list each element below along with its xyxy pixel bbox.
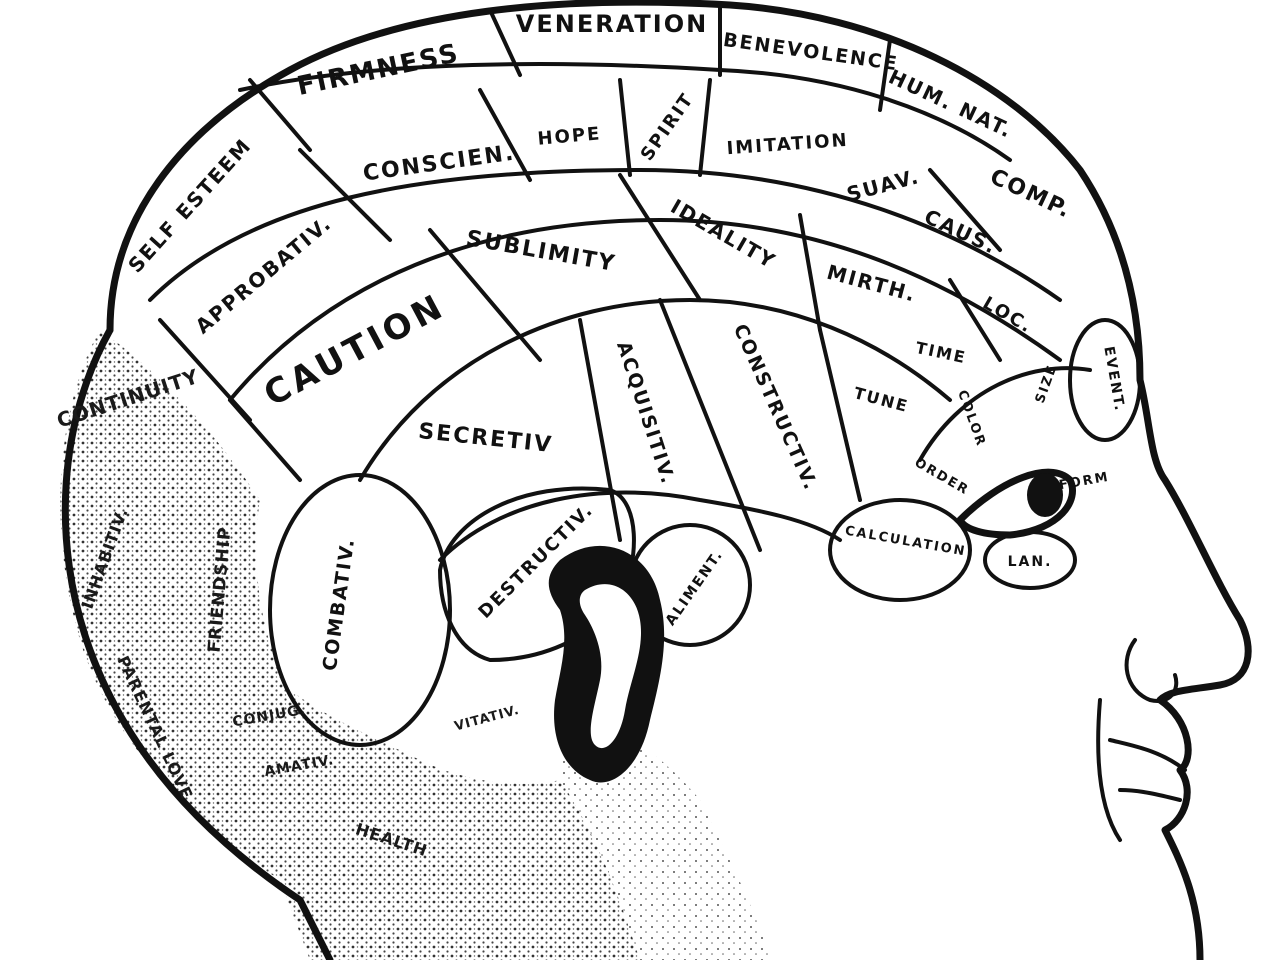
label-time: TIME (914, 338, 969, 367)
label-vitativeness: VITATIV. (453, 703, 521, 735)
divider-11 (798, 213, 822, 332)
eye-pupil (1027, 473, 1063, 517)
eyebrow-arc (918, 366, 1092, 462)
forehead-lobe[interactable] (1068, 318, 1142, 442)
label-combativeness: COMBATIV. (319, 536, 359, 672)
combativeness-region[interactable] (268, 473, 452, 747)
divider-13 (658, 298, 762, 552)
label-firmness: FIRMNESS (294, 38, 462, 102)
divider-14 (818, 328, 862, 502)
ear-inner (579, 584, 642, 749)
divider-9 (428, 228, 542, 362)
lips-detail (1108, 738, 1187, 802)
label-color: COLOR (954, 388, 988, 449)
divider-5 (478, 88, 532, 182)
divider-10 (618, 173, 702, 302)
divider-4 (878, 38, 892, 112)
divider-6 (618, 78, 632, 177)
chin-detail (1096, 698, 1122, 842)
label-constructiveness: CONSTRUCTIV. (729, 321, 822, 495)
back-of-head-outline (61, 326, 334, 960)
label-sublimity: SUBLIMITY (464, 226, 618, 277)
divider-7 (698, 78, 712, 177)
label-comparison: COMP. (986, 164, 1076, 224)
divider-2 (488, 8, 522, 77)
label-eventuality: EVENT. (1100, 345, 1127, 413)
arc-lower (358, 298, 952, 482)
label-veneration: VENERATION (516, 10, 708, 38)
label-secretiveness: SECRETIV (417, 419, 554, 458)
label-hope: HOPE (537, 123, 602, 149)
arc-crown (238, 62, 1012, 162)
calculation-region[interactable] (828, 498, 972, 602)
nostril-detail (1124, 638, 1179, 703)
eye-outline (956, 468, 1076, 539)
label-acquisitiveness: ACQUISITIV. (612, 339, 679, 488)
divider-8 (298, 148, 392, 242)
divider-12 (578, 318, 622, 542)
label-suavity: SUAV. (844, 164, 922, 207)
back-of-head-shading (60, 330, 641, 960)
label-imitation: IMITATION (726, 130, 849, 159)
divider-1 (248, 78, 312, 152)
label-mirth: MIRTH. (824, 260, 919, 307)
label-ideality: IDEALITY (667, 194, 781, 274)
label-alimentiveness: ALIMENT. (663, 547, 727, 629)
divider-18 (228, 398, 302, 482)
label-language: LAN. (1008, 554, 1053, 570)
label-locality: LOC. (979, 293, 1036, 338)
arc-mid (228, 218, 1062, 402)
divider-16 (948, 278, 1002, 362)
arc-upper (148, 168, 1062, 302)
arc-ear-region (438, 490, 842, 562)
label-tune: TUNE (852, 383, 911, 416)
label-order: ORDER (912, 455, 972, 498)
label-spirit: SPIRIT (637, 89, 699, 165)
divider-15 (928, 168, 1002, 252)
label-causality: CAUS. (921, 204, 1002, 259)
label-calculation: CALCULATION (844, 523, 968, 559)
label-caution: CAUTION (258, 286, 453, 415)
label-size: SIZE (1033, 362, 1061, 405)
